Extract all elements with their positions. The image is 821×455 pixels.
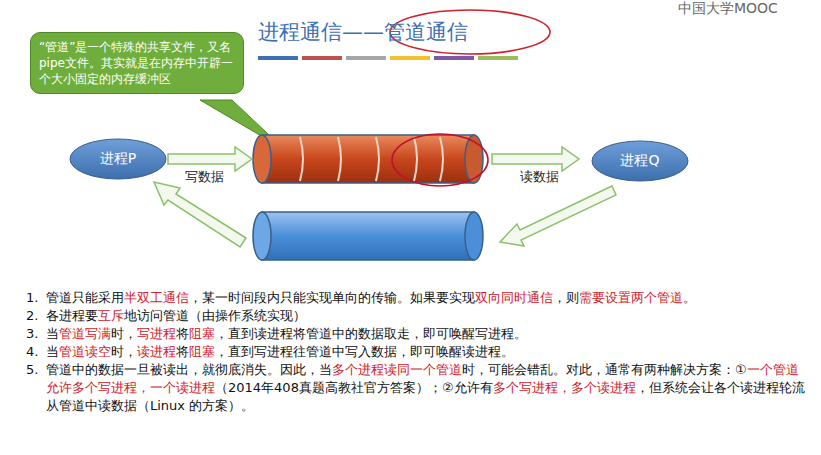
process-ellipse: 进程Q: [591, 140, 689, 182]
item-text: 将: [176, 344, 189, 359]
highlight-text: 写进程: [137, 326, 176, 341]
item-number: 1.: [26, 289, 38, 307]
node-text: 进程Q: [591, 140, 689, 170]
highlight-text: 互斥: [98, 308, 124, 323]
arrow-label: 写数据: [183, 168, 226, 186]
item-text: 当: [46, 326, 59, 341]
node-text: “管道”是一个特殊的共享文件，又名pipe文件。其实就是在内存中开辟一个大小固定…: [39, 39, 235, 87]
highlight-text: 需要设置两个管道: [579, 290, 683, 305]
item-text: 将: [176, 326, 189, 341]
item-text: 各进程要: [46, 308, 98, 323]
title: 进程通信——管道通信: [258, 18, 468, 46]
item-text: ，直到写进程往管道中写入数据，即可唤醒读进程。: [215, 344, 514, 359]
highlight-text: 阻塞: [189, 326, 215, 341]
highlight-text: 阻塞: [189, 344, 215, 359]
watermark: 中国大学MOOC: [676, 0, 780, 18]
list-item: 2. 各进程要互斥地访问管道（由操作系统实现）: [22, 307, 808, 325]
arrow-label: 读数据: [518, 168, 561, 186]
item-number: 2.: [26, 307, 38, 325]
item-text: 当: [46, 344, 59, 359]
highlight-text: 多个进程读同一个管道: [332, 362, 462, 377]
list-item: 3. 当管道写满时，写进程将阻塞，直到读进程将管道中的数据取走，即可唤醒写进程。: [22, 325, 808, 343]
item-text: ，则: [553, 290, 579, 305]
item-text: ，直到读进程将管道中的数据取走，即可唤醒写进程。: [215, 326, 527, 341]
item-text: 时，: [111, 344, 137, 359]
list-item: 5. 管道中的数据一旦被读出，就彻底消失。因此，当多个进程读同一个管道时，可能会错…: [22, 361, 808, 415]
highlight-text: 多个写进程，多个读进程: [493, 380, 636, 395]
callout-box: “管道”是一个特殊的共享文件，又名pipe文件。其实就是在内存中开辟一个大小固定…: [30, 32, 244, 94]
item-text: 地访问管道（由操作系统实现）: [124, 308, 306, 323]
highlight-text: 管道写满: [59, 326, 111, 341]
highlight-text: 管道读空: [59, 344, 111, 359]
item-number: 4.: [26, 343, 38, 361]
process-ellipse: 进程P: [69, 138, 167, 180]
highlight-text: 读进程: [137, 344, 176, 359]
list-item: 4. 当管道读空时，读进程将阻塞，直到写进程往管道中写入数据，即可唤醒读进程。: [22, 343, 808, 361]
item-text: 时，可能会错乱。对此，通常有两种解决方案：①: [462, 362, 747, 377]
highlight-text: 双向同时通信: [475, 290, 553, 305]
item-text: ，某一时间段内只能实现单向的传输。如果要实现: [189, 290, 475, 305]
item-text: （2014年408真题高教社官方答案）；②允许有: [215, 380, 493, 395]
item-number: 3.: [26, 325, 38, 343]
list-item: 1. 管道只能采用半双工通信，某一时间段内只能实现单向的传输。如果要实现双向同时通…: [22, 289, 808, 307]
node-text: 进程P: [69, 138, 167, 168]
item-text: 时，: [111, 326, 137, 341]
item-number: 5.: [26, 361, 38, 379]
item-text: 。: [683, 290, 696, 305]
item-text: 管道中的数据一旦被读出，就彻底消失。因此，当: [46, 362, 332, 377]
highlight-text: 半双工通信: [124, 290, 189, 305]
item-text: 管道只能采用: [46, 290, 124, 305]
